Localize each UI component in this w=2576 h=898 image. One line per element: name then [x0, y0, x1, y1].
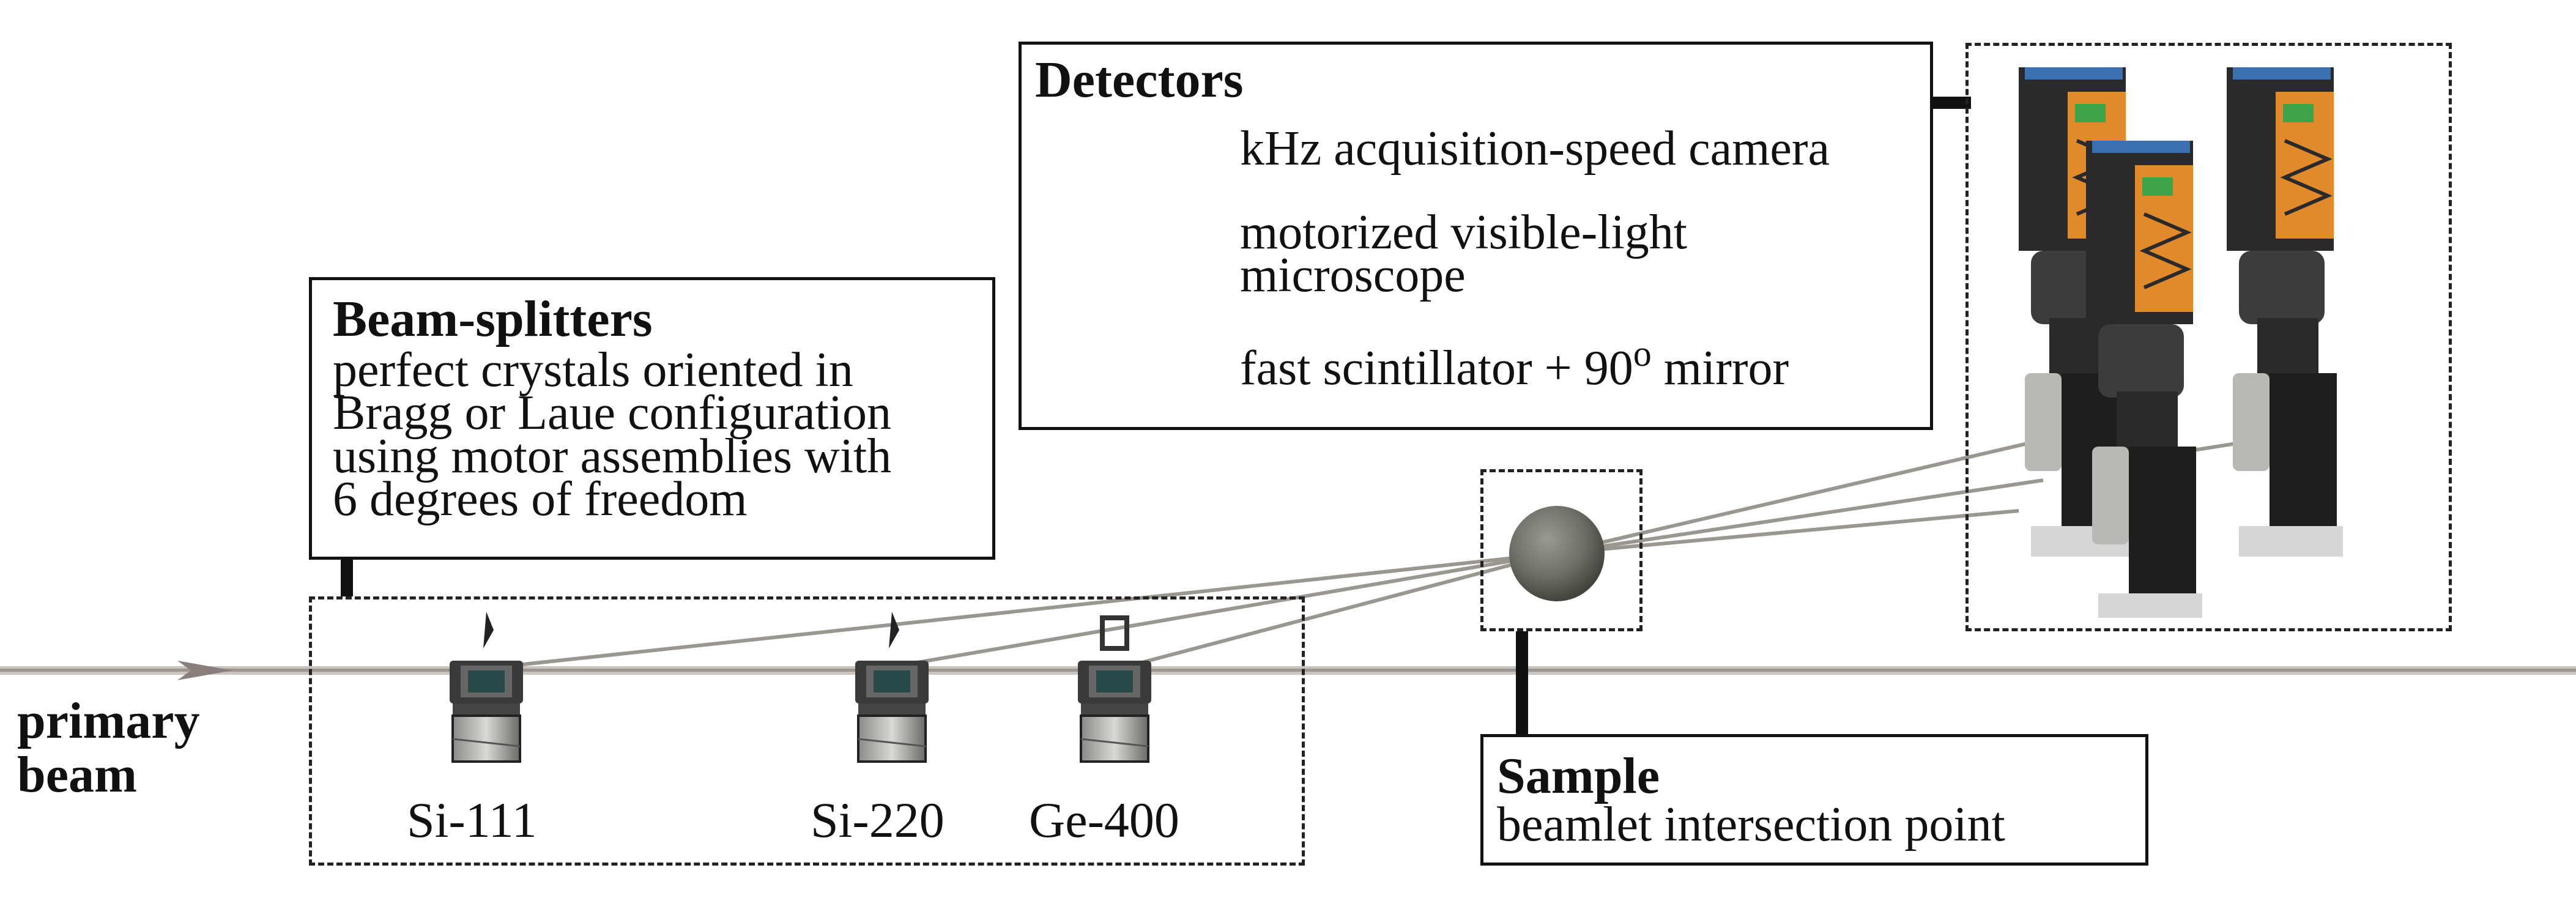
sample-callout: Sample beamlet intersection point [1480, 734, 2148, 866]
detectors-title: Detectors [1035, 51, 1244, 108]
beamlets [489, 434, 2264, 670]
detectors-region [1965, 43, 2452, 631]
degree-superscript: o [1633, 333, 1652, 374]
crystal-assembly-si220 [855, 612, 929, 763]
sample-title: Sample [1497, 748, 1660, 804]
detector-assembly-front [2086, 141, 2202, 618]
detector-item-camera: kHz acquisition-speed camera [1240, 122, 1830, 176]
beam-splitters-callout: Beam-splitters perfect crystals oriented… [309, 277, 995, 560]
beam-splitters-connector [341, 560, 353, 596]
detectors-callout: Detectors kHz acquisition-speed camera m… [1019, 42, 1933, 430]
sample-sphere [1509, 506, 1605, 601]
detector-item-scintillator: fast scintillator + 90o mirror [1240, 335, 1789, 393]
primary-beam-label: primary beam [17, 692, 200, 804]
crystal-label-si220: Si-220 [811, 792, 945, 848]
beamlet-detector-1 [1553, 434, 2062, 555]
sample-connector [1516, 631, 1528, 737]
detector-assembly-right [2227, 67, 2343, 557]
sample-region [1480, 469, 1642, 631]
sample-description: beamlet intersection point [1497, 798, 2005, 852]
mirror-text: mirror [1651, 341, 1789, 395]
detector-item-microscope: motorized visible-light microscope [1240, 206, 1687, 303]
beam-splitters-description: perfect crystals oriented in Bragg or La… [333, 343, 892, 527]
beamlet-si111 [489, 552, 1554, 670]
scintillator-text: fast scintillator + 90 [1240, 341, 1633, 395]
crystal-label-si111: Si-111 [407, 792, 537, 848]
crystal-assembly-ge400 [1078, 615, 1151, 763]
beam-splitters-region [309, 596, 1305, 866]
beamlet-detector-3 [1553, 509, 2019, 555]
beam-splitters-title: Beam-splitters [333, 291, 653, 347]
detectors-connector [1933, 97, 1971, 109]
beam-direction-arrow [177, 661, 232, 680]
crystal-label-ge400: Ge-400 [1029, 792, 1179, 848]
primary-beam [0, 666, 2576, 675]
crystal-assembly-si111 [450, 612, 523, 763]
beamlet-detector-2 [1553, 478, 2044, 555]
beamlet-si220 [899, 552, 1554, 667]
